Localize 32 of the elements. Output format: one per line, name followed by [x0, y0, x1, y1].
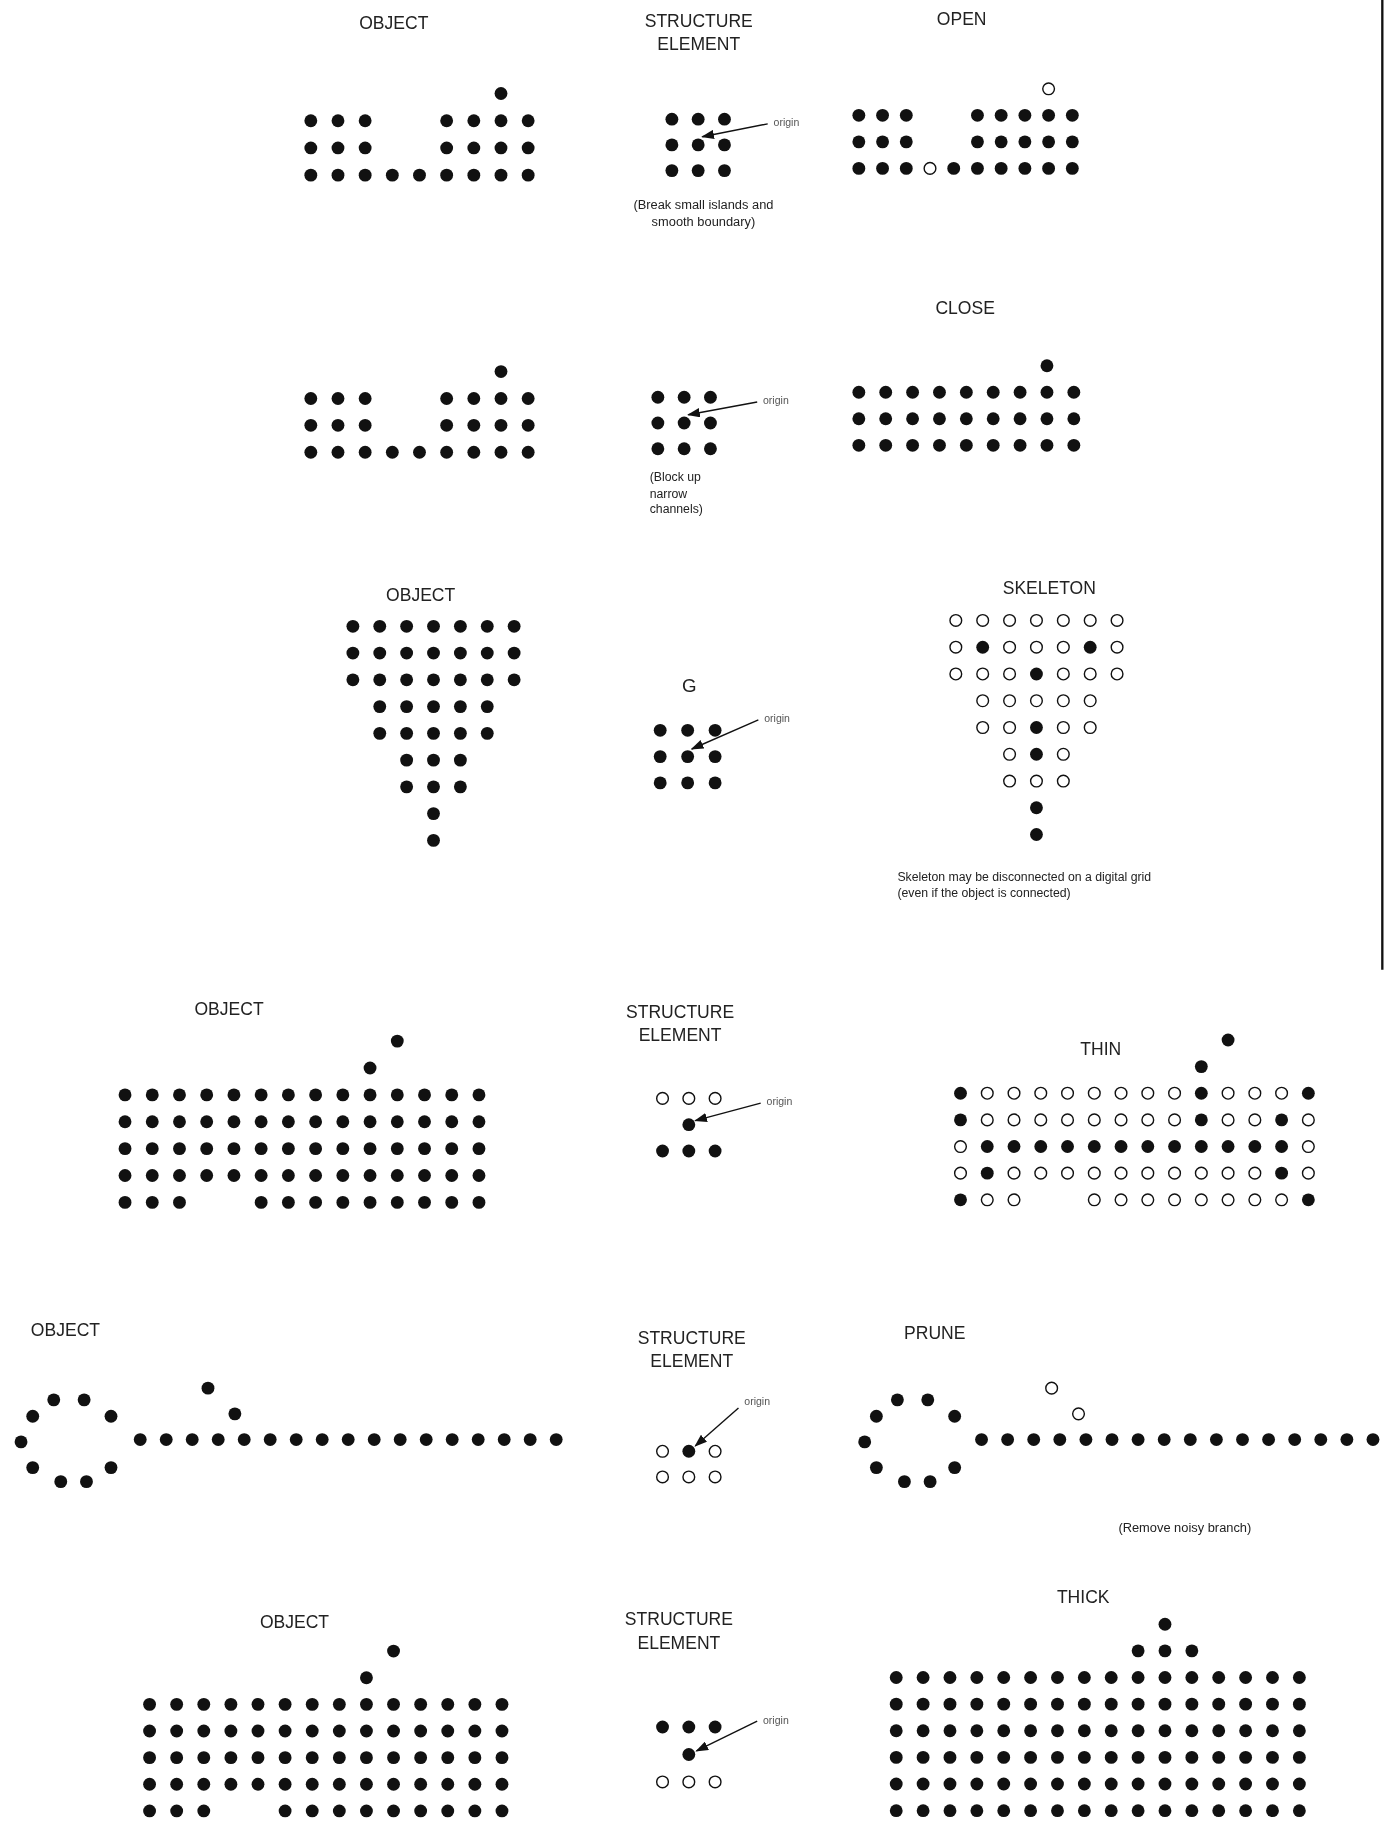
panel-heading: SKELETON [1001, 576, 1097, 599]
leader-line [687, 401, 758, 418]
note-text: (Block up narrow channels) [649, 469, 704, 518]
leader-label: origin [763, 396, 789, 407]
panel-heading: CLOSE [934, 296, 996, 320]
note-text: (Break small islands and smooth boundary) [632, 196, 775, 230]
panel-heading: OBJECT [358, 11, 430, 35]
leader-label: origin [773, 118, 800, 129]
panel-heading: STRUCTURE ELEMENT [623, 1608, 734, 1654]
leader-line [695, 1720, 758, 1752]
panel-heading: THICK [1055, 1585, 1111, 1609]
note-text: (Remove noisy branch) [1117, 1519, 1253, 1536]
panel-heading: STRUCTURE ELEMENT [643, 9, 754, 55]
panel-heading: OPEN [935, 7, 988, 30]
panel-heading: PRUNE [903, 1321, 967, 1345]
panel-heading: THIN [1079, 1037, 1123, 1061]
leader-line [694, 1407, 740, 1447]
panel-heading: OBJECT [258, 1610, 331, 1633]
leader-label: origin [744, 1396, 771, 1407]
leader-line [690, 719, 760, 750]
leader-line [701, 123, 769, 140]
panel-heading: STRUCTURE ELEMENT [625, 1000, 736, 1046]
panel-heading: OBJECT [193, 998, 265, 1021]
panel-heading: G [681, 674, 698, 698]
panel-heading: OBJECT [29, 1318, 101, 1341]
panel-heading: OBJECT [385, 583, 457, 606]
panel-heading: STRUCTURE ELEMENT [636, 1326, 747, 1372]
leader-label: origin [766, 1097, 793, 1108]
leader-line [694, 1102, 762, 1123]
leader-label: origin [763, 1715, 789, 1726]
note-text: Skeleton may be disconnected on a digital grid (even if the object is connected) [897, 869, 1153, 902]
leader-label: origin [764, 713, 790, 725]
